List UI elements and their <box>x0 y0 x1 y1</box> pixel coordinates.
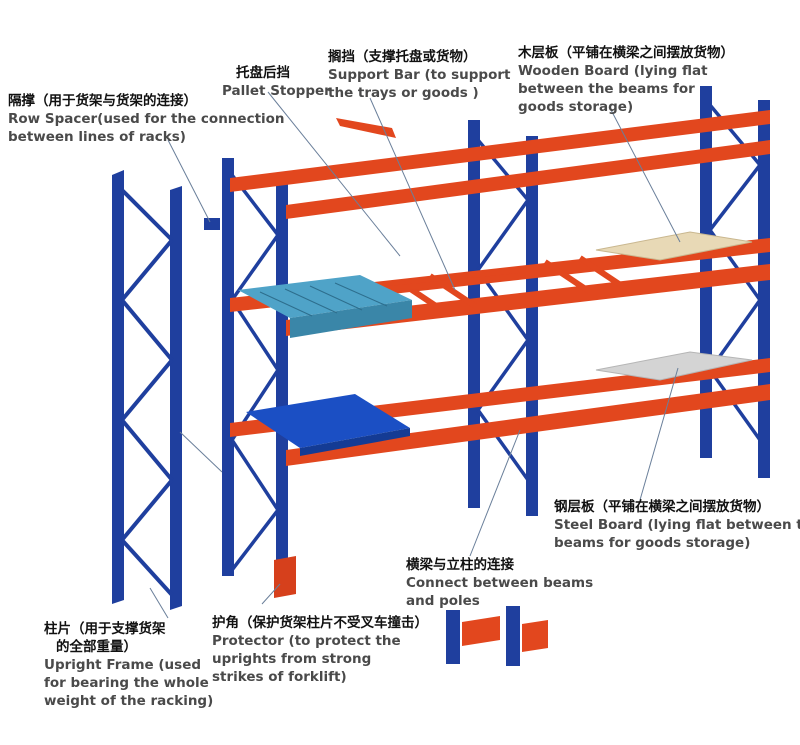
steel-pallet <box>246 394 410 456</box>
plastic-pallet <box>238 275 412 338</box>
upright-frame-zh-2: 的全部重量） <box>56 639 137 655</box>
upright-frame-en-1: Upright Frame (used <box>44 657 202 673</box>
support-bars <box>379 255 627 315</box>
wooden-board-en-1: Wooden Board (lying flat <box>518 63 708 79</box>
label-pallet-stopper: 托盘后挡 Pallet Stopper <box>222 64 331 100</box>
label-protector: 护角（保护货架柱片不受叉车撞击） Protector (to protect t… <box>212 614 428 686</box>
wooden-board-en-2: between the beams for <box>518 81 695 97</box>
steel-board-en-1: Steel Board (lying flat between the <box>554 517 800 533</box>
row-spacer-en-2: between lines of racks) <box>8 129 186 145</box>
row-spacer-bracket <box>204 218 220 230</box>
connect-zh: 横梁与立柱的连接 <box>406 557 514 573</box>
connect-en-1: Connect between beams <box>406 575 594 591</box>
upright-frame-en-3: weight of the racking) <box>44 693 214 709</box>
leader-lines <box>149 91 681 619</box>
protector-zh: 护角（保护货架柱片不受叉车撞击） <box>212 615 428 631</box>
wooden-board-zh: 木层板（平铺在横梁之间摆放货物） <box>518 45 734 61</box>
upright-frame-zh-1: 柱片（用于支撑货架 <box>44 621 166 637</box>
protector-en-1: Protector (to protect the <box>212 633 401 649</box>
support-bar-en-2: the trays or goods ) <box>328 85 479 101</box>
wooden-board-en-3: goods storage) <box>518 99 634 115</box>
steel-board <box>595 351 753 381</box>
steel-board-zh: 钢层板（平铺在横梁之间摆放货物） <box>554 499 770 515</box>
connect-en-2: and poles <box>406 593 480 609</box>
wooden-board <box>595 231 753 261</box>
label-connect: 横梁与立柱的连接 Connect between beams and poles <box>406 556 593 610</box>
pallet-stopper-en-1: Pallet Stopper <box>222 83 331 99</box>
label-steel-board: 钢层板（平铺在横梁之间摆放货物） Steel Board (lying flat… <box>554 498 800 552</box>
steel-board-en-2: beams for goods storage) <box>554 535 751 551</box>
loose-support-bar <box>336 118 396 138</box>
label-upright-frame: 柱片（用于支撑货架 的全部重量） Upright Frame (used for… <box>44 620 213 710</box>
beam-connection-detail <box>446 606 548 666</box>
label-wooden-board: 木层板（平铺在横梁之间摆放货物） Wooden Board (lying fla… <box>518 44 734 116</box>
row-spacer-en-1: Row Spacer(used for the connection <box>8 111 285 127</box>
row-spacer-zh: 隔撑（用于货架与货架的连接） <box>8 93 197 109</box>
support-bar-zh: 搁挡（支撑托盘或货物） <box>328 49 477 65</box>
pallet-stopper-zh: 托盘后挡 <box>236 65 290 81</box>
upright-protector <box>274 556 296 598</box>
upright-frame-en-2: for bearing the whole <box>44 675 209 691</box>
standalone-upright-frame <box>112 170 182 610</box>
support-bar-en-1: Support Bar (to support <box>328 67 511 83</box>
protector-en-2: uprights from strong <box>212 651 372 667</box>
label-row-spacer: 隔撑（用于货架与货架的连接） Row Spacer(used for the c… <box>8 92 285 146</box>
label-support-bar: 搁挡（支撑托盘或货物） Support Bar (to support the … <box>328 48 510 102</box>
protector-en-3: strikes of forklift) <box>212 669 347 685</box>
